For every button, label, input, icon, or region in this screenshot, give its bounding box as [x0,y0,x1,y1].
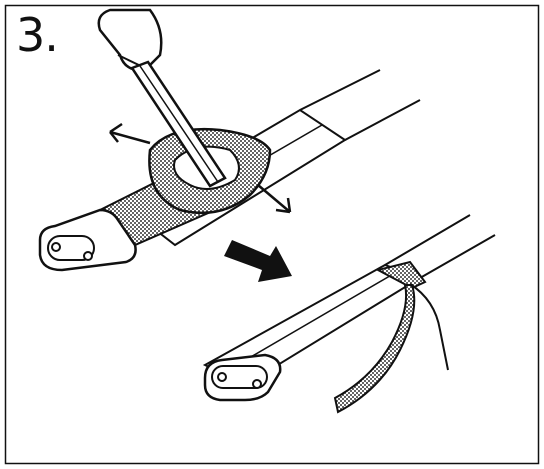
conductor-right [83,251,93,261]
step-number: 3. [16,8,59,62]
peeled-jacket-strip [333,284,416,414]
top-cable [38,69,421,272]
conductor-left-2 [217,372,227,382]
conductor-right-2 [252,379,262,389]
arrow-icon [109,122,292,214]
right-down-arrow-icon [224,240,292,282]
screwdriver-icon [97,8,227,188]
bottom-cable [202,214,496,414]
panel-border [4,4,540,465]
conductor-left [51,242,61,252]
shield-band [375,260,427,290]
